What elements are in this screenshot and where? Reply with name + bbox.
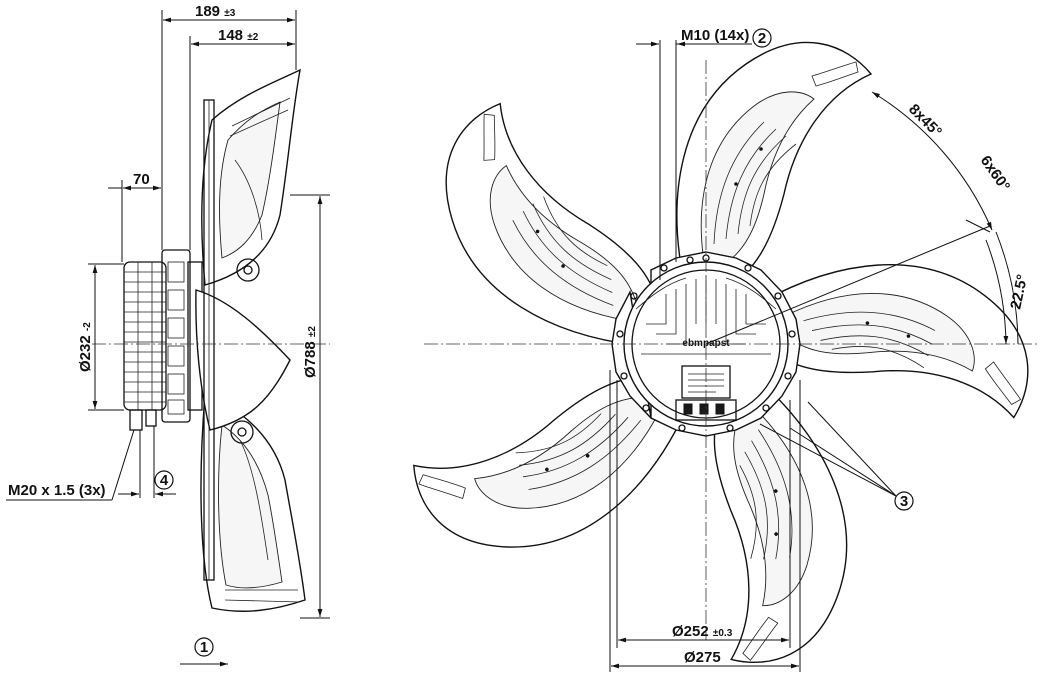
callout-3-group: 3	[759, 401, 914, 511]
svg-text:M20 x 1.5 (3x): M20 x 1.5 (3x)	[8, 482, 106, 499]
side-view: 189 ±3 148 ±2 70 Ø232 -2 Ø788 ±2	[6, 3, 330, 667]
callout-2	[752, 28, 772, 48]
dim-232: Ø232 -2	[77, 263, 124, 411]
impeller: ebmpapst	[394, 41, 1045, 686]
svg-text:70: 70	[133, 171, 150, 188]
svg-text:6x60°: 6x60°	[977, 153, 1014, 195]
svg-text:Ø275: Ø275	[684, 649, 721, 666]
dim-189: 189 ±3	[161, 3, 297, 250]
svg-text:Ø788 ±2: Ø788 ±2	[302, 326, 319, 378]
svg-text:148 ±2: 148 ±2	[218, 27, 259, 44]
dim-70: 70	[108, 171, 161, 262]
dim-148: 148 ±2	[189, 27, 295, 250]
front-view: ebmpapst M10 (14	[394, 27, 1045, 686]
svg-text:M10 (14x): M10 (14x)	[681, 27, 749, 44]
motor-housing	[123, 249, 203, 431]
airflow-callout: 1	[180, 637, 228, 667]
callout-4	[154, 470, 174, 490]
callout-1	[194, 637, 214, 657]
dim-788: Ø788 ±2	[290, 194, 330, 619]
callout-3	[894, 491, 914, 511]
svg-text:3: 3	[900, 493, 908, 510]
svg-text:Ø252 ±0.3: Ø252 ±0.3	[672, 623, 733, 640]
svg-text:189 ±3: 189 ±3	[195, 3, 236, 20]
svg-text:2: 2	[758, 30, 766, 47]
dim-275: Ø275	[609, 370, 801, 672]
m10-callout: M10 (14x) 2	[636, 27, 772, 280]
dim-252: Ø252 ±0.3	[616, 380, 791, 648]
side-blade-profile	[195, 68, 306, 612]
svg-text:Ø232 -2: Ø232 -2	[77, 322, 94, 372]
cable-gland-callout: M20 x 1.5 (3x) 4	[6, 426, 176, 501]
svg-text:22.5°: 22.5°	[1007, 273, 1031, 311]
mounting-holes	[616, 254, 796, 432]
svg-text:1: 1	[200, 639, 208, 656]
svg-text:4: 4	[160, 472, 169, 489]
